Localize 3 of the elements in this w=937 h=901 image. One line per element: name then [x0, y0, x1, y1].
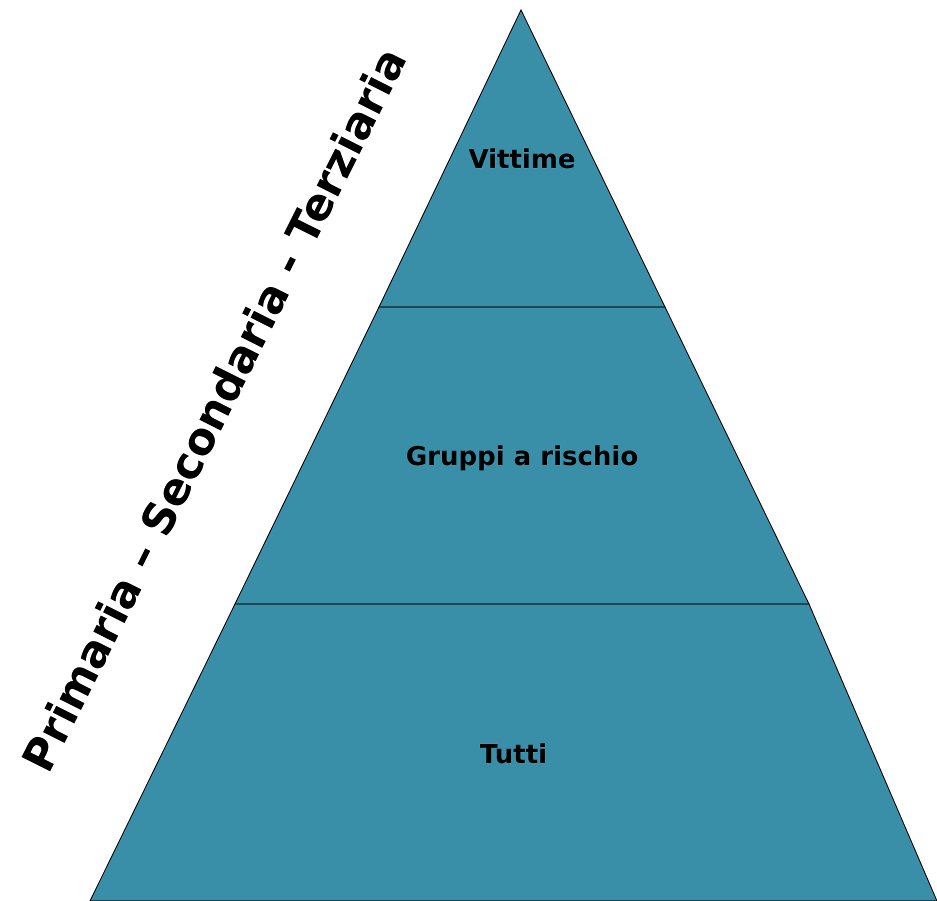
- tier-label: Tutti: [480, 740, 548, 770]
- tier-label: Vittime: [468, 145, 576, 175]
- tier-label: Gruppi a rischio: [406, 442, 638, 472]
